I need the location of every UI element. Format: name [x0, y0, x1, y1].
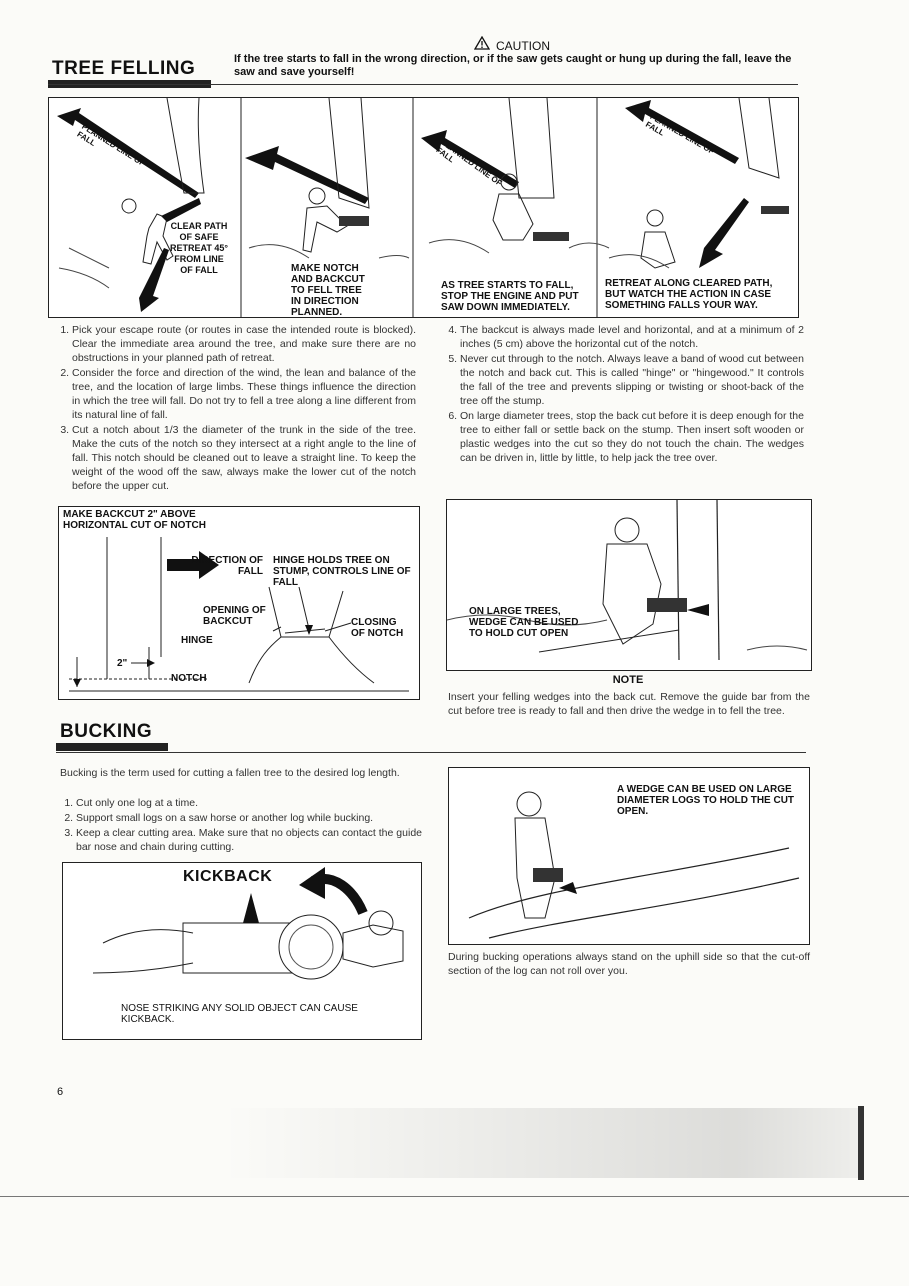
backcut-label: MAKE BACKCUT 2" ABOVE HORIZONTAL CUT OF … [63, 509, 206, 531]
caution-text: If the tree starts to fall in the wrong … [234, 53, 792, 78]
bucking-figure-caption: A WEDGE CAN BE USED ON LARGE DIAMETER LO… [617, 784, 795, 817]
scan-edge [858, 1106, 864, 1180]
notch-diagram: MAKE BACKCUT 2" ABOVE HORIZONTAL CUT OF … [58, 506, 420, 700]
closing-of-notch-label: CLOSING OF NOTCH [351, 617, 404, 639]
wedge-figure: ON LARGE TREES, WEDGE CAN BE USED TO HOL… [446, 499, 812, 671]
kickback-title: KICKBACK [183, 868, 273, 885]
list-item: Consider the force and direction of the … [72, 366, 416, 422]
bucking-intro: Bucking is the term used for cutting a f… [60, 767, 400, 779]
tree-felling-title: TREE FELLING [52, 58, 196, 79]
felling-sequence-panels: PLANNED LINE OF FALL CLEAR PATH OF SAFE … [48, 97, 799, 318]
bucking-figure: A WEDGE CAN BE USED ON LARGE DIAMETER LO… [448, 767, 810, 945]
felling-instructions-right: The backcut is always made level and hor… [442, 323, 804, 466]
list-item: The backcut is always made level and hor… [460, 323, 804, 351]
hinge-holds-label: HINGE HOLDS TREE ON STUMP, CONTROLS LINE… [273, 555, 411, 588]
bucking-divider [56, 752, 806, 753]
warning-triangle-icon [473, 35, 491, 55]
bucking-illustration [468, 791, 800, 939]
kickback-caption: NOSE STRIKING ANY SOLID OBJECT CAN CAUSE… [121, 1003, 358, 1025]
page-number: 6 [57, 1086, 64, 1098]
felling-instructions-left: Pick your escape route (or routes in cas… [54, 323, 416, 494]
header-divider [48, 84, 798, 85]
felling-sequence-illustration [57, 98, 789, 317]
notch-label: NOTCH [171, 673, 207, 684]
opening-of-backcut-label: OPENING OF BACKCUT [203, 605, 266, 627]
list-item: On large diameter trees, stop the back c… [460, 409, 804, 465]
hinge-label: HINGE [181, 635, 213, 646]
panel4-caption: RETREAT ALONG CLEARED PATH, BUT WATCH TH… [605, 278, 773, 311]
wedge-figure-illustration [447, 500, 808, 661]
kickback-illustration [92, 867, 404, 980]
list-item: Keep a clear cutting area. Make sure tha… [76, 826, 422, 854]
wedge-figure-caption: ON LARGE TREES, WEDGE CAN BE USED TO HOL… [469, 606, 579, 639]
list-item: Never cut through to the notch. Always l… [460, 352, 804, 408]
bucking-note: During bucking operations always stand o… [448, 951, 810, 977]
list-item: Cut a notch about 1/3 the diameter of th… [72, 423, 416, 493]
list-item: Pick your escape route (or routes in cas… [72, 323, 416, 365]
panel3-caption: AS TREE STARTS TO FALL, STOP THE ENGINE … [441, 280, 579, 313]
list-item: Support small logs on a saw horse or ano… [76, 811, 422, 825]
bottom-rule [0, 1196, 909, 1197]
direction-of-fall-label: DIRECTION OF FALL [191, 555, 263, 577]
note-title: NOTE [612, 674, 644, 686]
bucking-title: BUCKING [60, 721, 153, 742]
caution-heading: CAUTION [473, 35, 550, 55]
bucking-rule [56, 743, 168, 751]
panel2-caption: MAKE NOTCH AND BACKCUT TO FELL TREE IN D… [291, 263, 365, 318]
note-text: Insert your felling wedges into the back… [448, 691, 810, 717]
scan-shadow [222, 1108, 862, 1178]
notch-diagram-illustration [69, 537, 409, 692]
caution-label: CAUTION [496, 38, 550, 53]
list-item: Cut only one log at a time. [76, 796, 422, 810]
two-inch-dimension: 2" [117, 658, 128, 669]
kickback-figure: KICKBACK NOSE STRIKING ANY SOLID OBJECT … [62, 862, 422, 1040]
panel1-caption: CLEAR PATH OF SAFE RETREAT 45° FROM LINE… [170, 221, 228, 275]
bucking-steps: Cut only one log at a time. Support smal… [58, 796, 422, 855]
